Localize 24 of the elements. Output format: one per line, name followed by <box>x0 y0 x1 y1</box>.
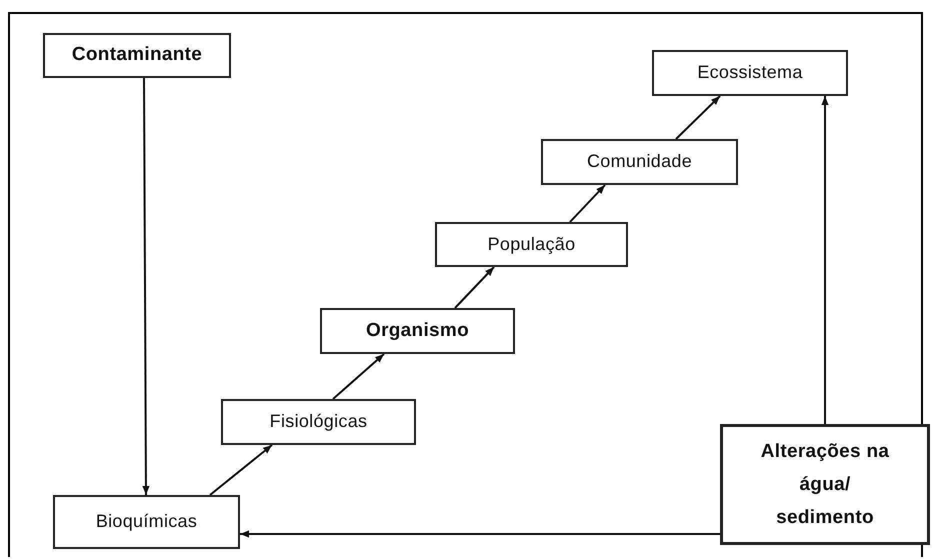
process-box <box>435 222 628 267</box>
arrow <box>454 266 495 309</box>
box-label: Contaminante <box>72 44 202 67</box>
arrow <box>142 78 150 495</box>
box-label: Fisiológicas <box>270 411 368 433</box>
arrow <box>821 96 829 424</box>
box-label: Alterações na água/ sedimento <box>760 440 890 530</box>
process-box <box>221 399 416 445</box>
process-box <box>720 424 930 545</box>
process-box <box>43 33 231 78</box>
box-label: Bioquímicas <box>96 511 198 533</box>
arrow <box>332 353 385 400</box>
box-label: Ecossistema <box>697 62 803 84</box>
process-box <box>541 139 738 185</box>
process-box <box>652 50 848 96</box>
process-box <box>320 308 515 354</box>
arrow <box>569 184 606 223</box>
arrow <box>240 530 720 538</box>
arrow <box>675 95 721 140</box>
box-label: Comunidade <box>586 151 692 173</box>
process-box <box>53 495 240 549</box>
box-label: Organismo <box>366 320 469 342</box>
box-label: População <box>488 234 576 256</box>
arrow <box>209 444 273 496</box>
